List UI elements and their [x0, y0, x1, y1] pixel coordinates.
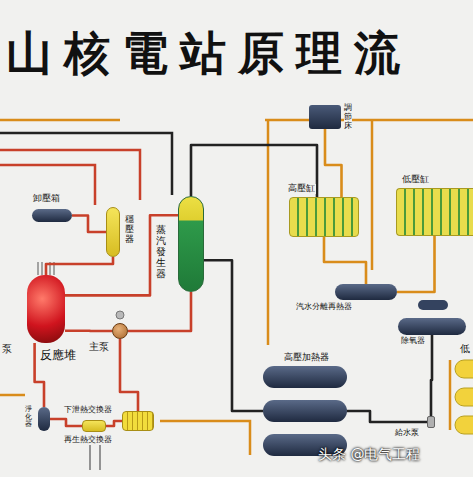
pipe-line — [0, 165, 95, 205]
pipe-line — [449, 360, 452, 430]
pipe-line — [265, 119, 473, 122]
pipe-connector — [50, 419, 82, 426]
pipe-connector — [72, 216, 106, 233]
component-label: 主泵 — [88, 341, 110, 352]
pipe-connector — [204, 260, 263, 411]
pipe-connector — [191, 145, 317, 197]
heater-symbol — [455, 416, 473, 434]
arrow-line — [89, 445, 90, 470]
pump-motor — [116, 311, 124, 319]
component-label: 除氧器 — [400, 337, 426, 346]
regenerative-exchanger: 再生熱交換器 — [122, 411, 154, 431]
pipe-line — [0, 133, 172, 195]
pipe-connector — [46, 257, 113, 275]
pipe-line — [0, 119, 120, 122]
component-label: 下泄熱交換器 — [63, 406, 113, 415]
deaerator: 除氧器 — [398, 318, 466, 335]
feed-pump: 給水泵 — [427, 416, 435, 428]
panel-title: 山核電站原理流 — [6, 28, 412, 79]
heater-symbol — [455, 360, 473, 378]
watermark: 头条 @电气工程 — [318, 447, 420, 462]
reactor-vessel: 反應堆 — [27, 275, 65, 343]
pipe-line — [0, 150, 140, 200]
cut-label: 低 — [460, 343, 470, 354]
control-box: 調節床 — [309, 105, 341, 129]
component-label: 汽水分離再熱器 — [295, 303, 353, 312]
arrow-line — [99, 445, 100, 470]
pipe-connector — [325, 129, 342, 197]
pipe-line — [267, 120, 270, 345]
component-label: 反應堆 — [39, 349, 77, 362]
component-label: 調節床 — [344, 103, 352, 131]
control-rod — [41, 262, 43, 275]
component-label: 低壓缸 — [401, 175, 430, 185]
pipe-connector — [347, 411, 427, 422]
pipe-connector — [120, 339, 138, 411]
pipe-line — [160, 421, 250, 455]
letdown-exchanger: 下泄熱交換器 — [82, 420, 106, 432]
component-label: 再生熱交換器 — [63, 436, 113, 445]
component-label: 高壓加熱器 — [283, 353, 330, 363]
pipe-connector — [106, 421, 122, 426]
heater-symbol — [455, 388, 473, 406]
component-label: 蒸汽發生器 — [156, 223, 166, 280]
component-label: 淨化器 — [25, 405, 32, 430]
heater-capsule — [263, 366, 347, 388]
heater-capsule — [263, 400, 347, 422]
relief-tank: 卸壓箱 — [32, 209, 72, 222]
component-label: 穩壓器 — [125, 214, 134, 246]
pipe-connector — [128, 292, 191, 331]
pipe-connector — [65, 329, 112, 332]
hp-turbine: 高壓缸 — [289, 197, 359, 237]
main-pump: 主泵 — [112, 323, 128, 339]
component-label: 卸壓箱 — [32, 194, 61, 204]
pipe-connector — [65, 215, 178, 295]
pressurizer: 穩壓器 — [106, 207, 120, 257]
tank-symbol — [418, 300, 448, 310]
pipe-connector — [324, 237, 366, 284]
cut-label: 泵 — [2, 343, 12, 354]
pipe-connector — [431, 335, 432, 416]
pipe-connector — [397, 236, 435, 292]
hp-heater-group: 高壓加熱器 — [263, 366, 347, 456]
lp-turbine: 低壓缸 — [396, 188, 473, 236]
component-label: 高壓缸 — [287, 184, 316, 194]
component-label: 給水泵 — [394, 429, 420, 438]
moisture-separator: 汽水分離再熱器 — [335, 284, 397, 300]
pipe-line — [0, 394, 25, 397]
steam-generator: 蒸汽發生器 — [178, 196, 204, 292]
pipe-line — [371, 120, 374, 270]
control-rod — [37, 262, 39, 275]
purifier: 淨化器 — [38, 407, 50, 431]
